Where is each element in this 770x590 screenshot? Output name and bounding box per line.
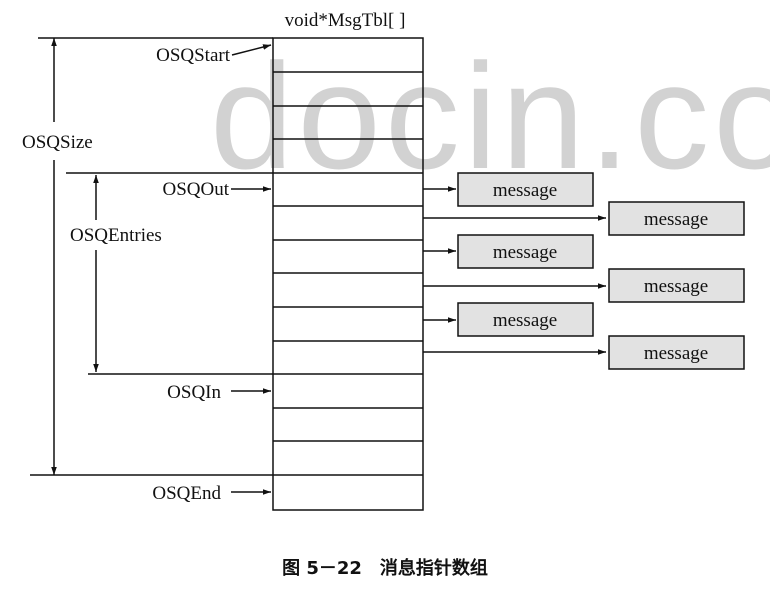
message-label: message (644, 343, 708, 364)
message-box: message (457, 172, 594, 207)
message-box: message (457, 302, 594, 337)
message-label: message (493, 310, 557, 331)
osqentries-extent (88, 175, 273, 375)
message-pointers (423, 186, 606, 355)
osqstart-arrow (231, 44, 272, 56)
osqend-label: OSQEnd (152, 483, 221, 504)
message-box: message (608, 335, 745, 370)
message-label: message (644, 276, 708, 297)
message-box: message (608, 201, 745, 236)
array-title: void*MsgTbl[ ] (285, 10, 406, 31)
watermark: docin.co (210, 32, 770, 200)
message-label: message (644, 209, 708, 230)
message-box: message (457, 234, 594, 269)
osqentries-label: OSQEntries (70, 225, 162, 246)
message-label: message (493, 242, 557, 263)
message-box: message (608, 268, 745, 303)
osqsize-label: OSQSize (22, 132, 93, 153)
osqin-label: OSQIn (167, 382, 221, 403)
message-label: message (493, 180, 557, 201)
osqstart-label: OSQStart (156, 45, 231, 66)
message-table (272, 37, 424, 511)
osqout-label: OSQOut (162, 179, 229, 200)
figure-caption: 图 5－22 消息指针数组 (282, 557, 488, 579)
osqsize-extent (30, 37, 273, 476)
